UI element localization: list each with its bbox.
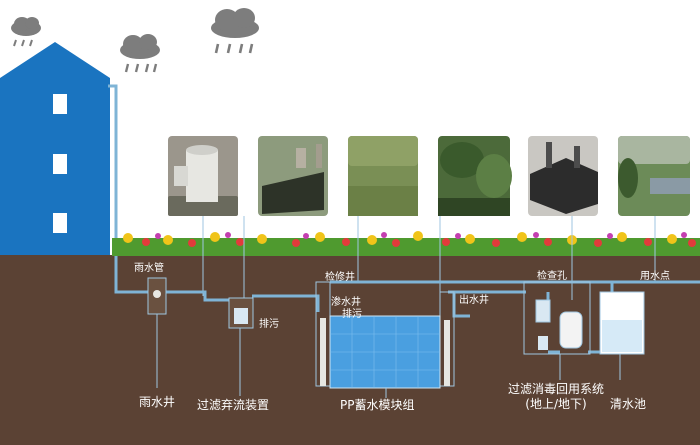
use-point-label: 用水点 [640,271,670,282]
drain-left-label: 排污 [259,319,279,330]
reuse-system-structure [523,281,591,380]
garden-photo [438,136,512,216]
filter-well-photo [168,136,238,216]
check-hole-label: 检查孔 [537,271,567,282]
clear-pool-label: 清水池 [610,397,647,411]
filter-device-structure [228,297,254,396]
lawn-photo [348,136,418,216]
filter-device-label: 过滤弃流装置 [197,398,270,412]
photo-leader-lines [202,216,656,300]
flower-border-icon [112,231,700,256]
tank-photo [528,136,598,216]
rain-cloud-icon [11,17,41,47]
pp-module-label: PP蓄水模块组 [340,398,415,412]
rain-well-structure [147,277,167,388]
reuse-system-label-line1: 过滤消毒回用系统 [507,382,604,396]
rain-pipe-label: 雨水管 [134,263,164,274]
rain-cloud-icon [211,8,259,54]
rain-cloud-icon [120,34,160,73]
inspection-well-label: 检修井 [325,272,355,283]
landscape-photo [618,136,690,216]
clear-pool-structure [599,291,645,380]
reuse-system-label-line2: (地上/地下) [525,397,587,411]
house-icon [0,42,110,255]
pp-storage-module [329,315,441,398]
seepage-well-label: 渗水井 [331,297,361,308]
outlet-well-label: 出水井 [459,295,489,306]
storage-pit-photo [258,136,328,216]
rain-well-label: 雨水井 [139,395,176,409]
drain-top-label: 排污 [342,309,362,320]
